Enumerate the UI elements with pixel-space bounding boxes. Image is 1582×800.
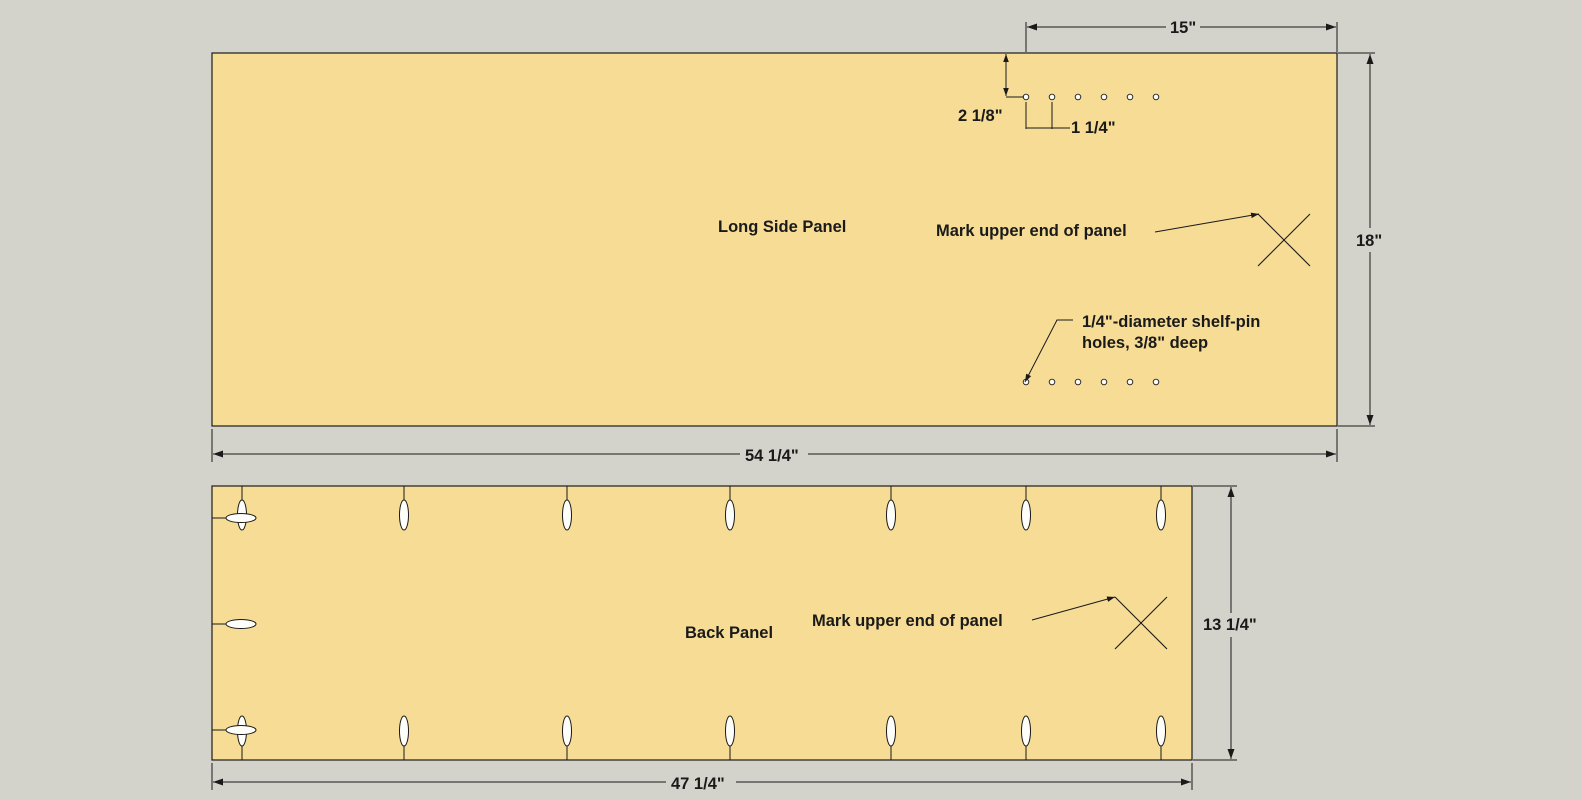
shelf-pin-holes-bottom-row bbox=[1022, 378, 1160, 386]
biscuit-slot-top bbox=[1156, 499, 1166, 531]
dimension-label-bg bbox=[740, 444, 808, 464]
biscuit-slot-bottom bbox=[1021, 715, 1031, 747]
biscuit-slot-bottom bbox=[886, 715, 896, 747]
shelf-pin-hole bbox=[1022, 93, 1030, 101]
long-side-panel-title: Long Side Panel bbox=[718, 218, 846, 236]
dimension-long-width-label: 54 1/4" bbox=[745, 447, 799, 465]
shelf-pin-note-line1: 1/4"-diameter shelf-pin bbox=[1082, 313, 1260, 331]
biscuit-slot-bottom bbox=[1156, 715, 1166, 747]
biscuit-slot-top bbox=[886, 499, 896, 531]
back-panel-mark-note: Mark upper end of panel bbox=[812, 612, 1003, 630]
biscuit-slot-bottom bbox=[399, 715, 409, 747]
dimension-label-bg bbox=[1352, 228, 1388, 252]
biscuit-slot-bottom bbox=[725, 715, 735, 747]
shelf-pin-hole bbox=[1152, 93, 1160, 101]
biscuit-slot-bottom bbox=[562, 715, 572, 747]
biscuit-slot-side bbox=[225, 513, 257, 523]
shelf-pin-hole bbox=[1126, 378, 1134, 386]
dimension-hole-spacing-label: 1 1/4" bbox=[1071, 119, 1116, 137]
dimension-back-width-label: 47 1/4" bbox=[671, 775, 725, 793]
dimension-label-bg bbox=[666, 772, 736, 792]
shelf-pin-hole bbox=[1048, 378, 1056, 386]
biscuit-slots bbox=[212, 486, 1166, 760]
biscuit-slot-top bbox=[1021, 499, 1031, 531]
dimension-top-offset-label: 2 1/8" bbox=[958, 107, 1003, 125]
dimension-label-bg bbox=[1200, 613, 1264, 637]
shelf-pin-hole bbox=[1100, 378, 1108, 386]
shelf-pin-hole bbox=[1126, 93, 1134, 101]
long-side-panel: Long Side Panel Mark upper end of panel … bbox=[211, 16, 1388, 465]
biscuit-slot-top bbox=[562, 499, 572, 531]
dimension-hole-spacing bbox=[1025, 102, 1070, 129]
shelf-pin-note-line2: holes, 3/8" deep bbox=[1082, 334, 1208, 352]
shelf-pin-hole bbox=[1074, 378, 1082, 386]
back-panel-mark-x-icon bbox=[1114, 596, 1168, 650]
shelf-pin-hole bbox=[1074, 93, 1082, 101]
dimension-back-height-label: 13 1/4" bbox=[1203, 616, 1257, 634]
biscuit-slot-top bbox=[725, 499, 735, 531]
long-side-mark-leader bbox=[1154, 212, 1260, 233]
shelf-pin-hole bbox=[1048, 93, 1056, 101]
shelf-pin-holes-top-row bbox=[1022, 93, 1160, 101]
biscuit-slot-side bbox=[225, 619, 257, 629]
back-panel: Back Panel Mark upper end of panel 13 1/… bbox=[211, 485, 1264, 793]
back-panel-title: Back Panel bbox=[685, 624, 773, 642]
long-side-mark-x-icon bbox=[1257, 213, 1311, 267]
shelf-pin-note-leader bbox=[1024, 319, 1073, 383]
dimension-top-offset bbox=[1003, 54, 1024, 98]
biscuit-slot-top bbox=[399, 499, 409, 531]
biscuit-slot-side bbox=[225, 725, 257, 735]
dimension-label-bg bbox=[1166, 16, 1200, 36]
shelf-pin-hole bbox=[1152, 378, 1160, 386]
dimension-long-height-label: 18" bbox=[1356, 232, 1382, 250]
back-panel-mark-leader bbox=[1031, 596, 1116, 621]
dimension-hole-span-label: 15" bbox=[1170, 19, 1196, 37]
back-panel-board bbox=[211, 485, 1193, 761]
long-side-panel-board bbox=[211, 52, 1338, 427]
shelf-pin-hole bbox=[1100, 93, 1108, 101]
long-side-mark-note: Mark upper end of panel bbox=[936, 222, 1127, 240]
